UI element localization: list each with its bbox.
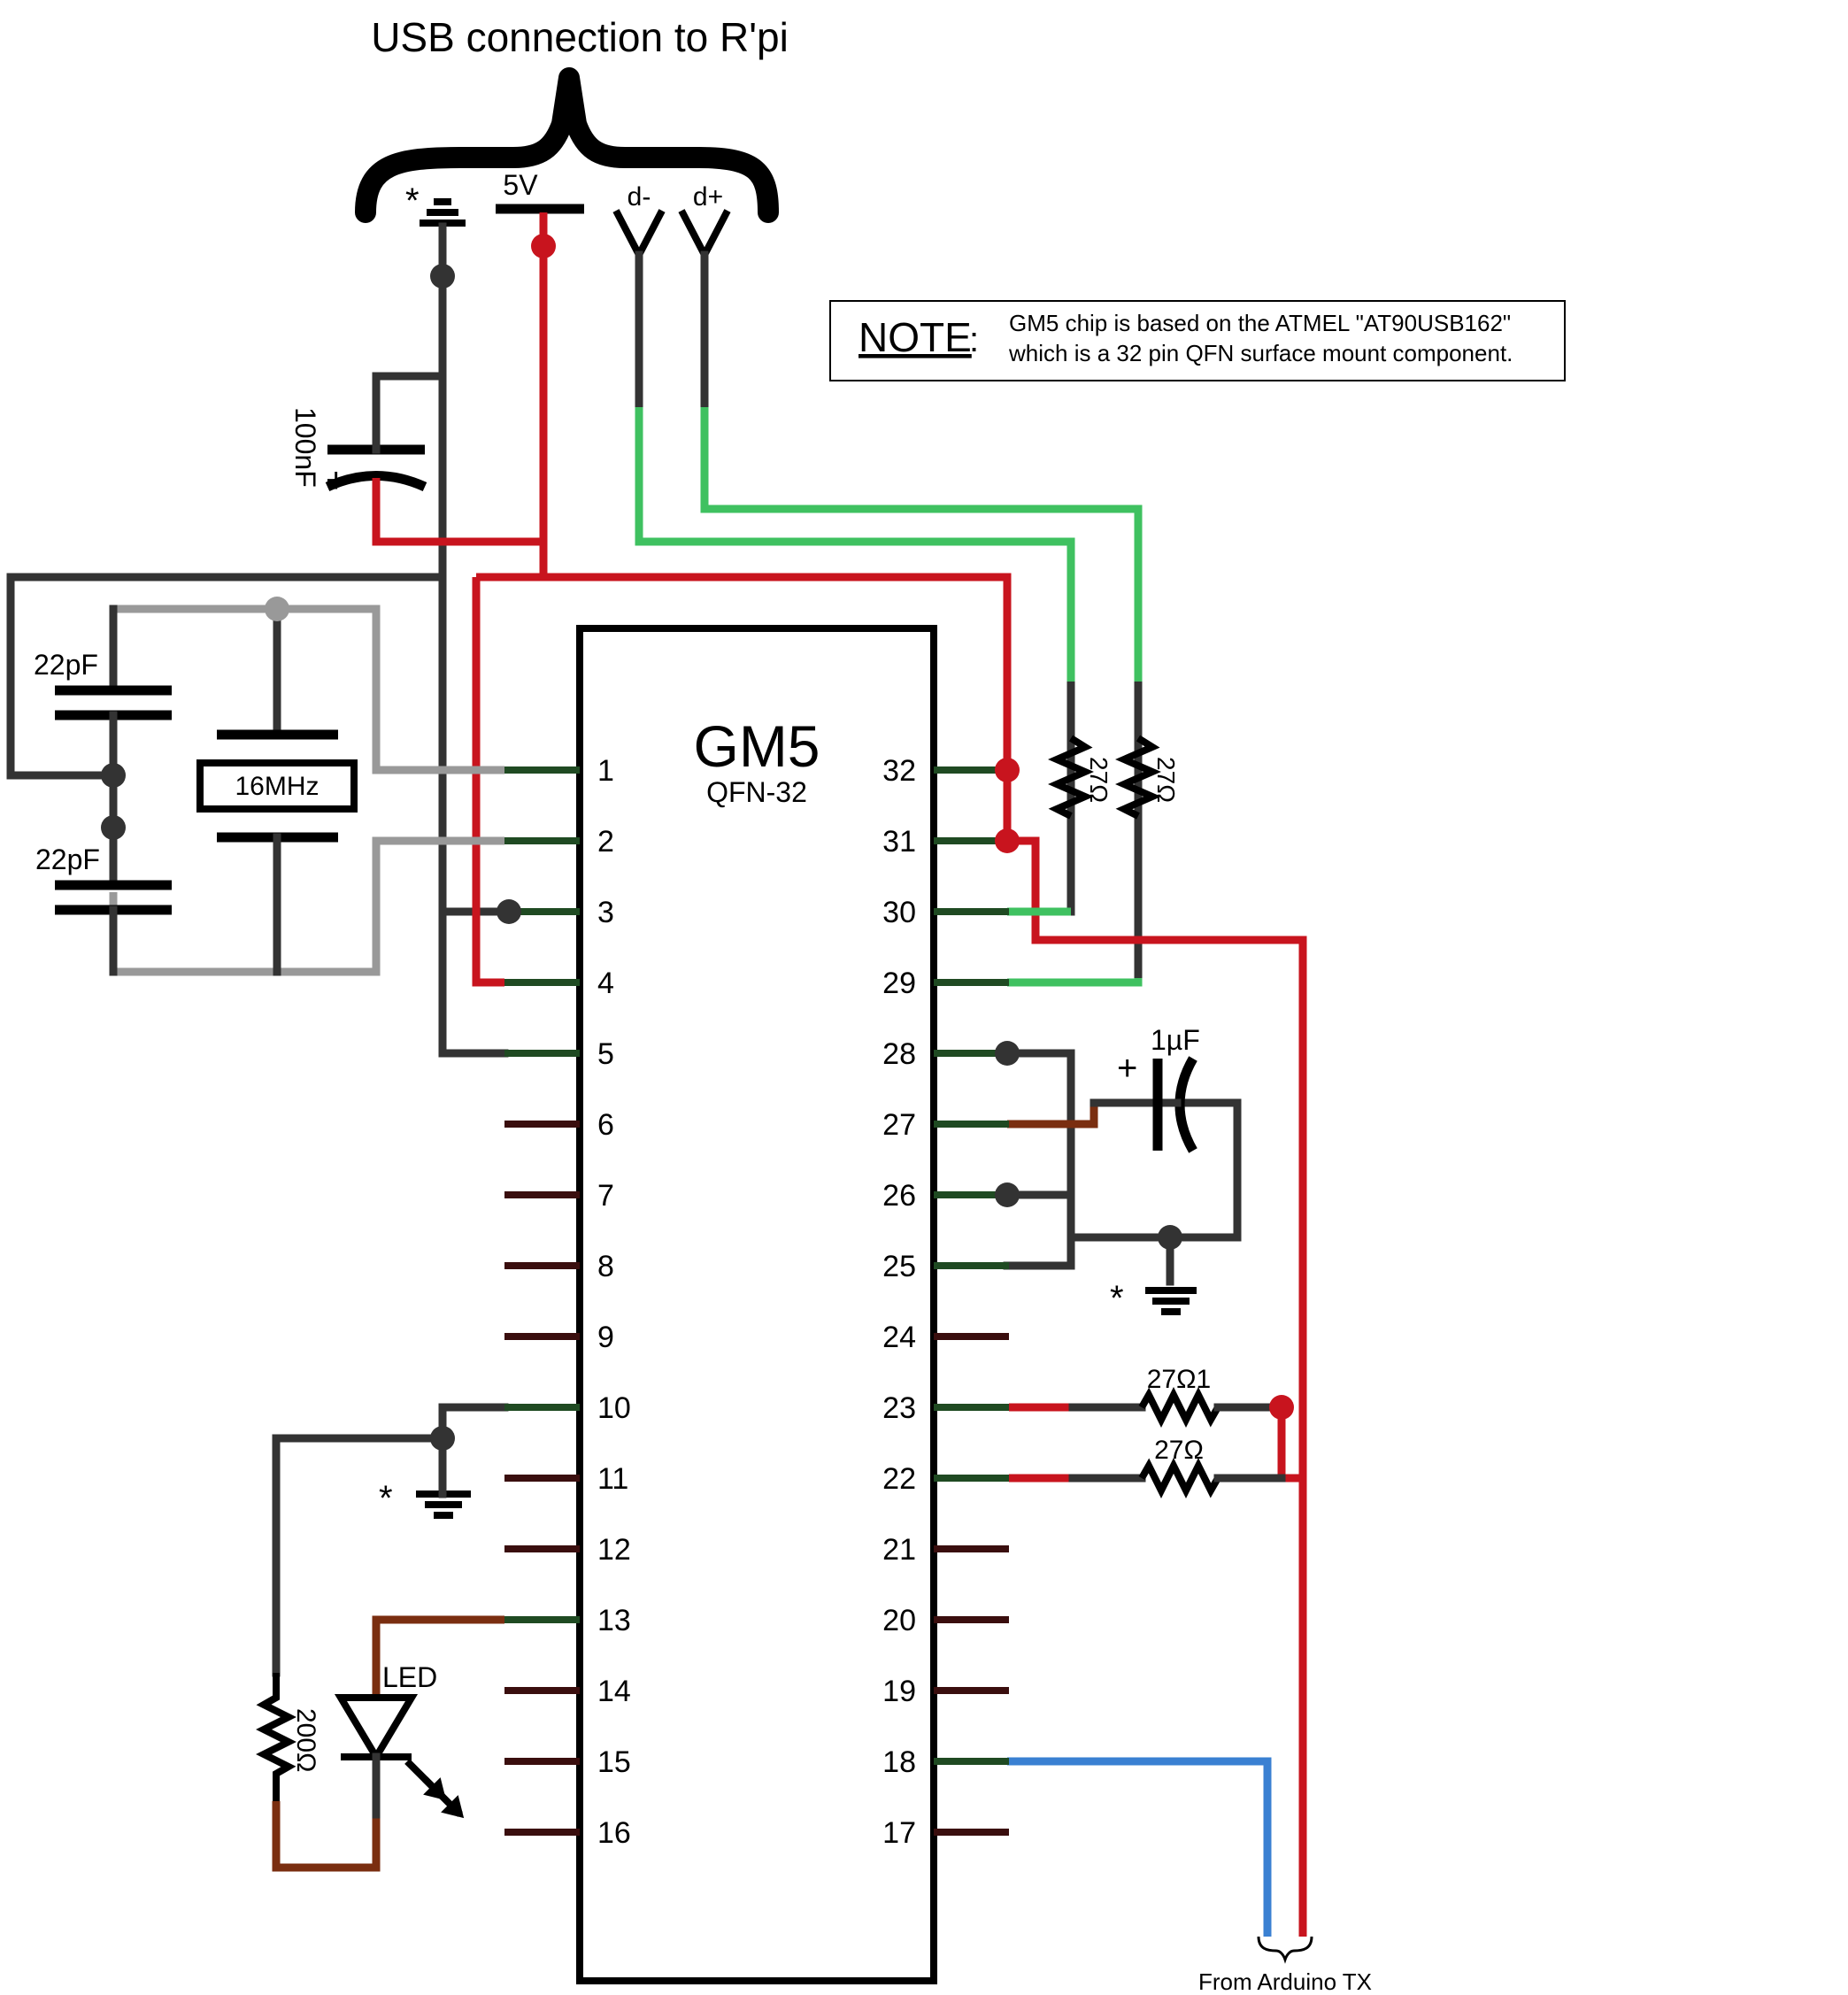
- pin-label: 2: [597, 825, 614, 859]
- cap-1uF-plus: +: [1117, 1049, 1137, 1088]
- capacitor-100nF-icon: [325, 372, 427, 542]
- right-pin-leads: [934, 766, 1009, 1836]
- crystal-icon: [196, 605, 358, 976]
- pin-label: 25: [882, 1250, 916, 1283]
- pin-label: 15: [597, 1745, 631, 1779]
- ground-left-star: *: [379, 1479, 393, 1518]
- usb-ground-star: *: [405, 181, 420, 220]
- pin-label: 3: [597, 896, 614, 929]
- pin-label: 32: [882, 754, 916, 788]
- right-pin-labels: 32 31 30 29 28 27 26 25 24 23 22 21 20 1…: [882, 754, 916, 1850]
- res-pin22-label: 27Ω: [1154, 1436, 1204, 1465]
- pin-label: 29: [882, 967, 916, 1000]
- pin-label: 24: [882, 1321, 916, 1354]
- pin-label: 30: [882, 896, 916, 929]
- pin-label: 17: [882, 1816, 916, 1850]
- resistor-pin23-icon: [1068, 1387, 1286, 1428]
- pin-label: 9: [597, 1321, 614, 1354]
- note-colon: :: [969, 320, 979, 359]
- usb-title: USB connection to R'pi: [371, 14, 789, 60]
- resistor-led-icon: [256, 1673, 296, 1801]
- data-wires: [635, 407, 1143, 987]
- pin-label: 19: [882, 1675, 916, 1708]
- pin-label: 16: [597, 1816, 631, 1850]
- pin-label: 5: [597, 1037, 614, 1071]
- note-box: [829, 300, 1566, 381]
- pin-label: 10: [597, 1391, 631, 1425]
- gm5-chip: [576, 625, 937, 1984]
- usb-ground-icon: [420, 198, 466, 227]
- led-label: LED: [382, 1661, 437, 1693]
- capacitor-22pF-top-icon: [55, 605, 172, 832]
- dminus-label: d-: [628, 182, 651, 212]
- led-icon: [334, 1694, 465, 1819]
- res-led-label: 200Ω: [291, 1708, 320, 1772]
- cap-1uF-label: 1µF: [1151, 1024, 1200, 1056]
- usb-brace: [355, 67, 779, 223]
- junction-dots: [101, 234, 1294, 1451]
- pin-label: 20: [882, 1604, 916, 1637]
- res-dminus-label: 27Ω: [1085, 757, 1113, 803]
- arduino-brace: [1257, 1936, 1313, 1964]
- pin-label: 8: [597, 1250, 614, 1283]
- dplus-terminal-icon: [678, 209, 731, 263]
- pin-label: 13: [597, 1604, 631, 1637]
- pin-label: 27: [882, 1108, 916, 1142]
- pin-label: 31: [882, 825, 916, 859]
- pin-label: 26: [882, 1179, 916, 1213]
- pin-label: 14: [597, 1675, 631, 1708]
- pin-label: 18: [882, 1745, 916, 1779]
- pin-label: 23: [882, 1391, 916, 1425]
- res-dplus-label: 27Ω: [1152, 757, 1180, 803]
- led-wires: [272, 1105, 1098, 1872]
- resistor-dminus-icon: [1048, 735, 1094, 820]
- arduino-label: From Arduino TX: [1198, 1968, 1372, 1995]
- tx-wire: [1007, 1757, 1272, 1937]
- pin-label: 7: [597, 1179, 614, 1213]
- note-heading: NOTE: [859, 314, 972, 360]
- crystal-label: 16MHz: [235, 772, 319, 801]
- resistor-pin22-icon: [1068, 1458, 1286, 1498]
- pin-label: 21: [882, 1533, 916, 1567]
- resistor-dplus-icon: [1115, 735, 1161, 820]
- pin-label: 4: [597, 967, 614, 1000]
- pin-label: 28: [882, 1037, 916, 1071]
- pin-label: 6: [597, 1108, 614, 1142]
- dminus-terminal-icon: [612, 209, 666, 263]
- ground-right-star: *: [1110, 1279, 1124, 1318]
- cap-100nF-plus: +: [326, 461, 346, 500]
- left-pin-leads: [504, 766, 580, 1836]
- res-pin23-label: 27Ω1: [1147, 1365, 1211, 1394]
- dplus-label: d+: [693, 182, 723, 212]
- chip-package: QFN-32: [706, 776, 807, 808]
- vcc-label: 5V: [503, 169, 538, 201]
- pin-label: 22: [882, 1462, 916, 1496]
- pin-label: 1: [597, 754, 614, 788]
- pin-label: 11: [597, 1462, 628, 1496]
- cap-22pF-top-label: 22pF: [34, 649, 98, 681]
- ground-right-icon: [1145, 1287, 1197, 1315]
- cap-22pF-bottom-label: 22pF: [35, 843, 100, 875]
- note-line-1: GM5 chip is based on the ATMEL "AT90USB1…: [1009, 310, 1511, 336]
- note-line-2: which is a 32 pin QFN surface mount comp…: [1008, 340, 1513, 366]
- left-pin-labels: 1 2 3 4 5 6 7 8 9 10 11 12 13 14 15 16: [597, 754, 631, 1850]
- cap-100nF-label: 100nF: [289, 407, 321, 488]
- capacitor-1uF-icon: [1090, 1056, 1197, 1153]
- pin-label: 12: [597, 1533, 631, 1567]
- chip-name: GM5: [693, 713, 820, 779]
